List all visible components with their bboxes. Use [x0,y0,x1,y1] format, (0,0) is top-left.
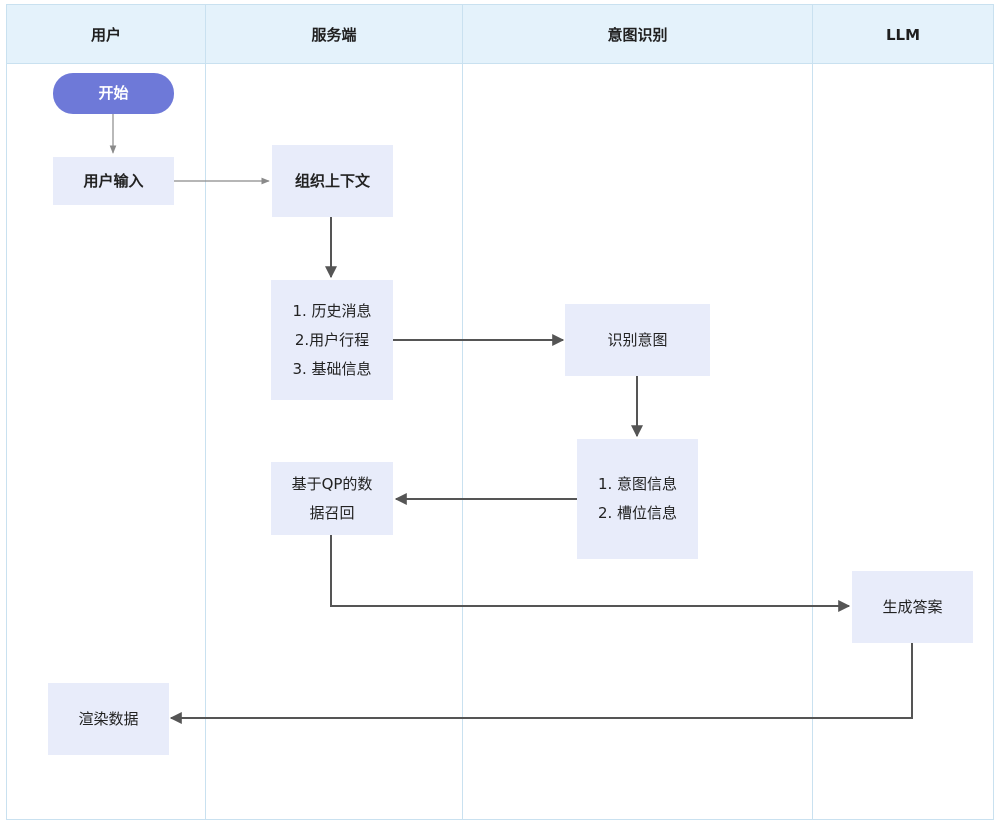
organize-context-label: 组织上下文 [294,171,370,190]
organize-context-node: 组织上下文 [272,145,393,217]
user-input-node: 用户输入 [53,157,174,205]
lane-title-intent: 意图识别 [607,26,668,44]
start-node: 开始 [53,73,174,114]
connector-recall-to-answer [330,535,851,612]
recognize-intent-label: 识别意图 [607,330,668,349]
start-node-label: 开始 [98,84,129,102]
generate-answer-node: 生成答案 [852,571,973,643]
qp-recall-line-2: 据召回 [309,503,355,522]
connector-answer-to-render [169,643,913,724]
lane-divider [462,5,463,819]
swimlane-header [7,5,993,64]
lane-title-server: 服务端 [311,26,357,44]
recognize-intent-node: 识别意图 [565,304,710,376]
generate-answer-label: 生成答案 [882,597,943,616]
lane-divider [205,5,206,819]
lane-title-user: 用户 [90,26,121,44]
qp-recall-node: 基于QP的数 据召回 [271,462,393,535]
lane-divider [812,5,813,819]
context-items-node: 1. 历史消息 2.用户行程 3. 基础信息 [271,280,393,400]
render-data-label: 渲染数据 [78,709,139,728]
swimlane-frame [6,4,994,820]
slot-info-line: 2. 槽位信息 [597,504,678,522]
qp-recall-line-1: 基于QP的数 [291,474,373,493]
context-item-basic-info: 3. 基础信息 [292,359,372,378]
intent-info-node: 1. 意图信息 2. 槽位信息 [577,439,698,559]
context-item-itinerary: 2.用户行程 [294,330,370,349]
render-data-node: 渲染数据 [48,683,169,755]
lane-title-llm: LLM [885,25,921,44]
context-item-history: 1. 历史消息 [292,301,372,320]
user-input-label: 用户输入 [83,171,144,190]
intent-info-line: 1. 意图信息 [597,475,678,493]
